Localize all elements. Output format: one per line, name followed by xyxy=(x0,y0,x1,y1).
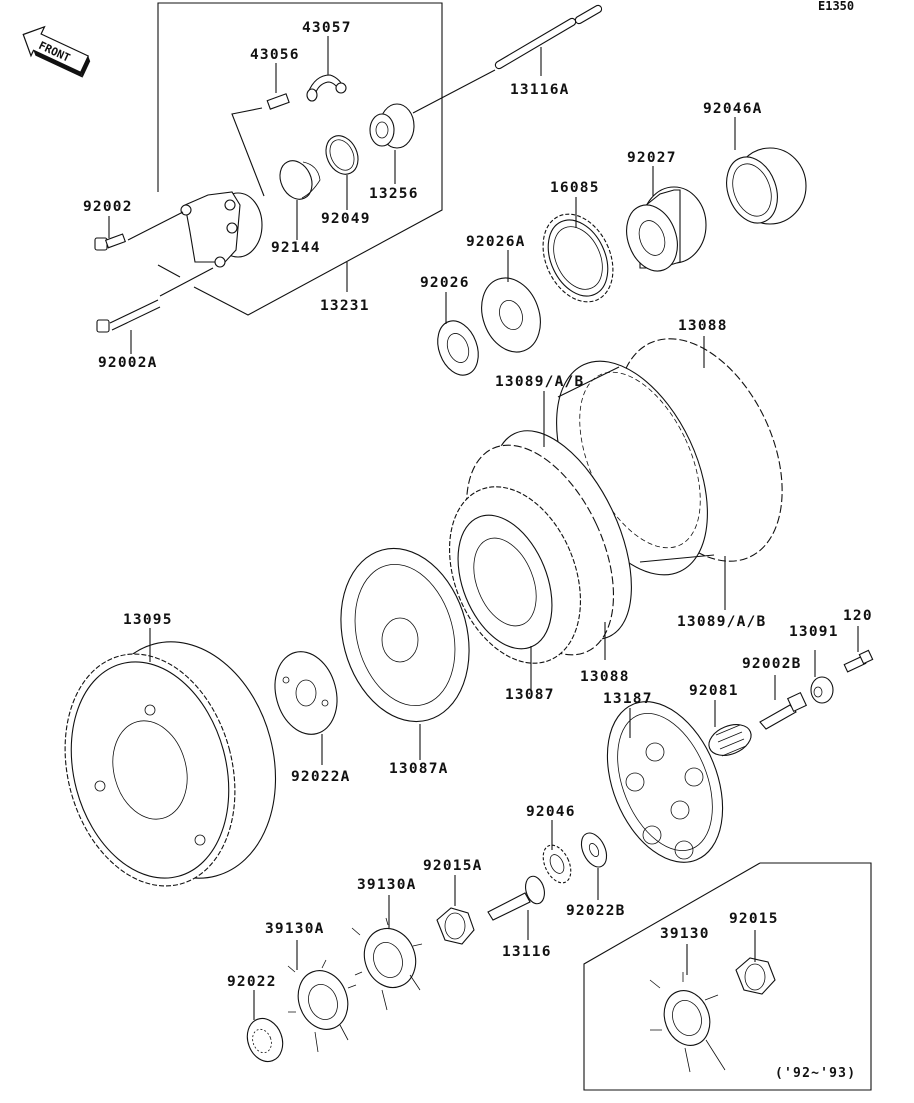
part-16085-gear xyxy=(542,197,614,303)
label-92026[interactable]: 92026 xyxy=(420,275,470,291)
label-13089-bottom[interactable]: 13089/A/B xyxy=(677,614,766,630)
label-13095[interactable]: 13095 xyxy=(123,612,173,628)
label-13089-top[interactable]: 13089/A/B xyxy=(495,374,584,390)
part-120-screw xyxy=(843,626,874,673)
label-43057[interactable]: 43057 xyxy=(302,20,352,36)
label-92022B[interactable]: 92022B xyxy=(566,903,626,919)
part-13116A-pushrod xyxy=(412,4,603,114)
label-43056[interactable]: 43056 xyxy=(250,47,300,63)
label-92081[interactable]: 92081 xyxy=(689,683,739,699)
label-13116A[interactable]: 13116A xyxy=(510,82,570,98)
part-92027-bearing xyxy=(626,166,707,272)
part-13087A-pressure-plate xyxy=(340,547,470,760)
label-120[interactable]: 120 xyxy=(843,608,873,624)
label-39130A-upper[interactable]: 39130A xyxy=(357,877,417,893)
part-92026A-washer xyxy=(481,250,541,353)
part-92049-ring xyxy=(325,135,359,210)
part-39130A-lockwasher-upper xyxy=(351,895,423,1011)
inset-box-92-93 xyxy=(583,862,872,1091)
label-13116[interactable]: 13116 xyxy=(502,944,552,960)
label-92027[interactable]: 92027 xyxy=(627,150,677,166)
label-92026A[interactable]: 92026A xyxy=(466,234,526,250)
label-16085[interactable]: 16085 xyxy=(550,180,600,196)
inset-note: ('92~'93) xyxy=(775,1066,856,1081)
label-39130[interactable]: 39130 xyxy=(660,926,710,942)
label-13256[interactable]: 13256 xyxy=(369,186,419,202)
part-43056-bleeder xyxy=(231,63,290,197)
part-43057-clip xyxy=(306,36,347,102)
label-13087[interactable]: 13087 xyxy=(505,687,555,703)
label-92022[interactable]: 92022 xyxy=(227,974,277,990)
part-92022A-plate xyxy=(274,651,338,765)
part-13231-slave-cylinder xyxy=(180,191,348,292)
label-13231[interactable]: 13231 xyxy=(320,298,370,314)
part-13087-clutch-hub xyxy=(449,486,581,690)
label-92002A[interactable]: 92002A xyxy=(98,355,158,371)
part-92046-washer xyxy=(542,820,572,884)
label-13088-bottom[interactable]: 13088 xyxy=(580,669,630,685)
part-92022-collar xyxy=(246,990,284,1063)
part-92046A-needle-bearing xyxy=(726,117,807,225)
label-92022A[interactable]: 92022A xyxy=(291,769,351,785)
part-92002A-long-bolt xyxy=(96,267,214,354)
part-13256-bearing xyxy=(369,103,415,184)
part-92081-spring xyxy=(708,700,752,757)
part-13095-clutch-housing xyxy=(64,628,277,887)
label-13087A[interactable]: 13087A xyxy=(389,761,449,777)
part-92144-boot xyxy=(279,160,321,240)
part-92022B-washer xyxy=(580,832,608,900)
part-13187-clutch-lifter xyxy=(606,701,724,863)
label-92015[interactable]: 92015 xyxy=(729,911,779,927)
part-13116-pin xyxy=(487,875,545,940)
part-92002-bolt xyxy=(94,211,184,251)
label-13187[interactable]: 13187 xyxy=(603,691,653,707)
label-92046[interactable]: 92046 xyxy=(526,804,576,820)
front-arrow-icon: FRONT xyxy=(22,25,91,78)
label-13088-top[interactable]: 13088 xyxy=(678,318,728,334)
label-92049[interactable]: 92049 xyxy=(321,211,371,227)
assembly-bracket-13231 xyxy=(157,2,443,316)
label-92015A[interactable]: 92015A xyxy=(423,858,483,874)
label-39130A-lower[interactable]: 39130A xyxy=(265,921,325,937)
part-92015A-nut xyxy=(436,875,475,945)
label-92002[interactable]: 92002 xyxy=(83,199,133,215)
label-92144[interactable]: 92144 xyxy=(271,240,321,256)
part-92026-washer xyxy=(437,292,479,376)
label-92046A[interactable]: 92046A xyxy=(703,101,763,117)
part-labels: 43057 43056 13116A 92046A 92027 16085 92… xyxy=(83,20,873,1081)
label-13091[interactable]: 13091 xyxy=(789,624,839,640)
part-13091-collar xyxy=(810,650,834,704)
diagram-code: E1350 xyxy=(818,0,854,13)
label-92002B[interactable]: 92002B xyxy=(742,656,802,672)
part-39130A-lockwasher-lower xyxy=(287,940,357,1053)
part-92002B-bolt xyxy=(759,675,808,730)
